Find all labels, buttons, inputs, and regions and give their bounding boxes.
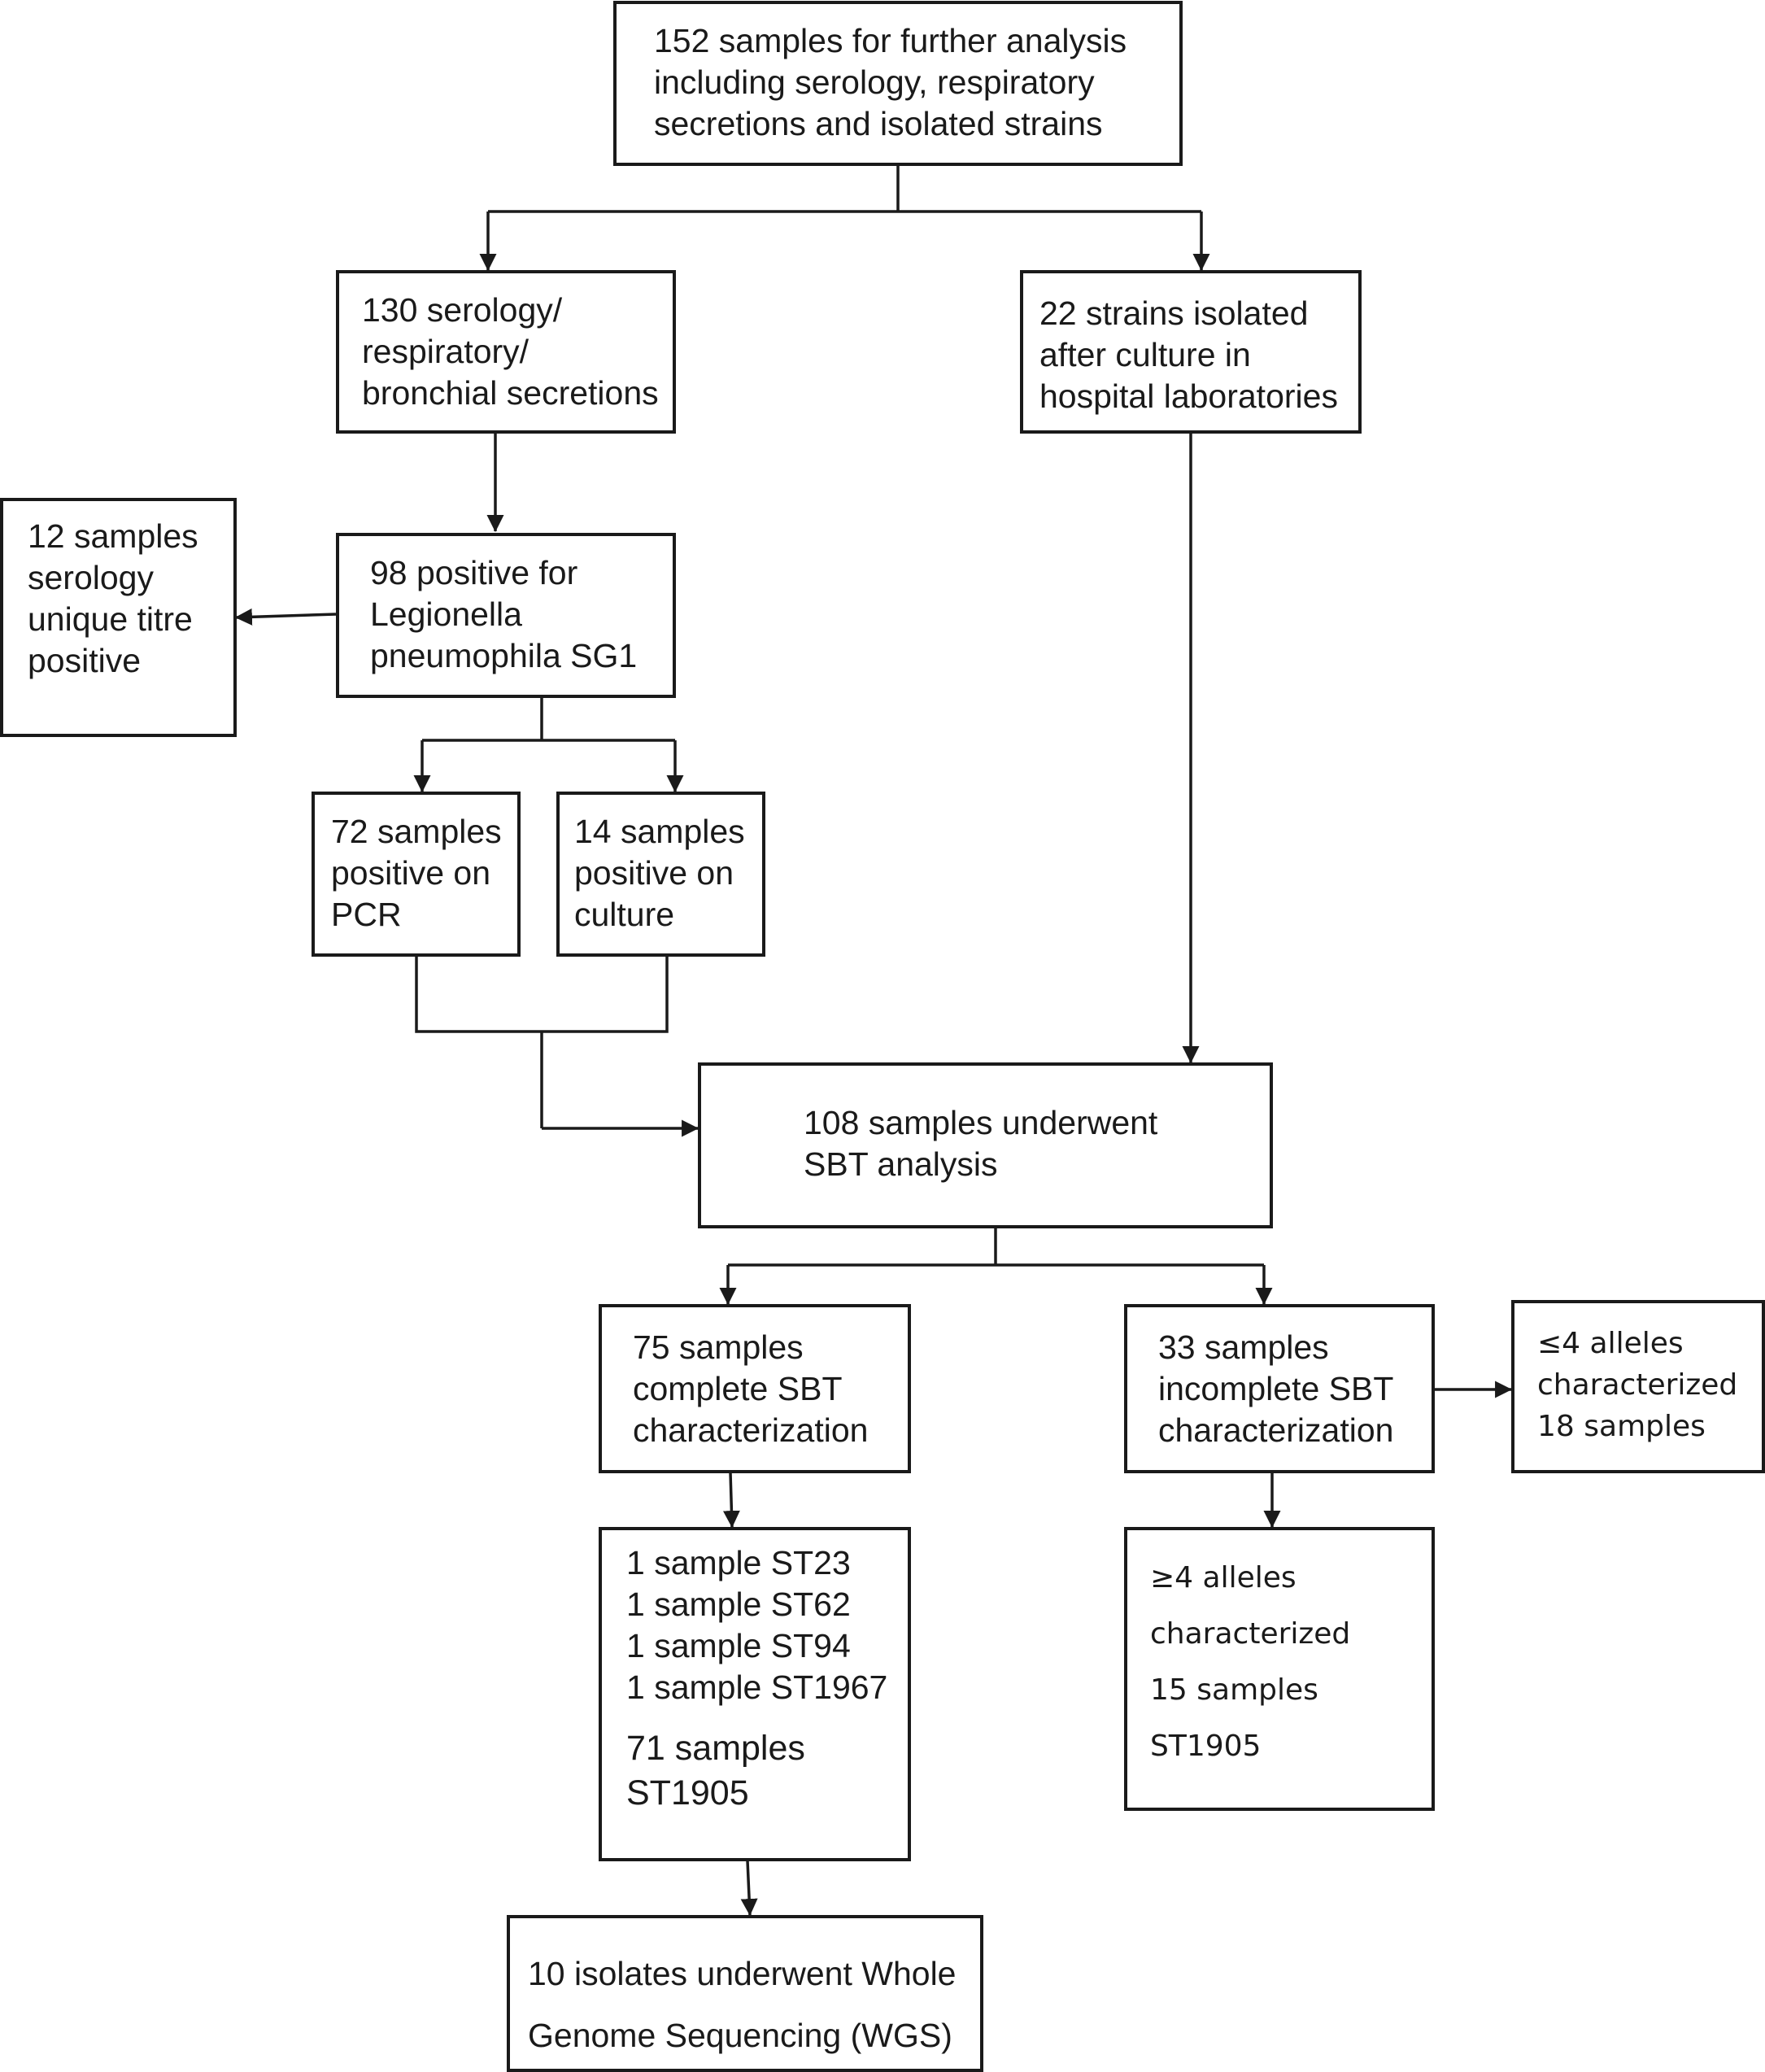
box-lp-sg1-line: 98 positive for xyxy=(370,554,578,591)
box-culture-line: culture xyxy=(574,896,675,933)
box-le4-alleles: ≤4 alleles characterized 18 samples xyxy=(1511,1300,1765,1473)
box-lp-sg1-line: pneumophila SG1 xyxy=(370,637,638,674)
box-unique-titre-line: unique titre xyxy=(28,600,193,638)
box-serology-line: 130 serology/ xyxy=(362,291,563,329)
edge-pcr-culture-merge xyxy=(415,955,669,1128)
box-ge4-alleles: ≥4 alleles characterized 15 samples ST19… xyxy=(1124,1527,1435,1811)
box-unique-titre-line: 12 samples xyxy=(28,517,198,555)
box-root-line: 152 samples for further analysis xyxy=(654,22,1127,59)
box-strains-line: hospital laboratories xyxy=(1039,377,1338,415)
box-pcr-line: 72 samples xyxy=(331,813,502,850)
box-sbt-line: SBT analysis xyxy=(804,1145,998,1183)
edge-lp-sg1-split xyxy=(422,697,675,742)
box-culture-line: positive on xyxy=(574,854,734,892)
box-ge4-alleles-line: characterized xyxy=(1150,1617,1351,1651)
box-lp-sg1-line: Legionella xyxy=(370,595,522,633)
box-culture-line: 14 samples xyxy=(574,813,745,850)
box-ge4-alleles-line: ST1905 xyxy=(1150,1730,1262,1763)
box-st-list-line: 1 sample ST62 xyxy=(626,1586,851,1623)
box-wgs: 10 isolates underwent Whole Genome Seque… xyxy=(507,1915,983,2072)
box-le4-alleles-line: 18 samples xyxy=(1537,1410,1706,1443)
box-complete-line: 75 samples xyxy=(633,1328,804,1366)
box-st-list-line: 71 samples xyxy=(626,1729,805,1768)
box-unique-titre: 12 samples serology unique titre positiv… xyxy=(0,498,237,737)
box-strains-line: after culture in xyxy=(1039,336,1251,373)
box-st-list-line: 1 sample ST94 xyxy=(626,1627,851,1664)
box-sbt: 108 samples underwent SBT analysis xyxy=(698,1062,1273,1228)
box-incomplete-line: incomplete SBT xyxy=(1158,1370,1394,1407)
box-serology-line: respiratory/ xyxy=(362,333,530,370)
box-incomplete-line: characterization xyxy=(1158,1411,1394,1449)
box-lp-sg1: 98 positive for Legionella pneumophila S… xyxy=(336,533,676,698)
arrow-complete-to-st-list xyxy=(722,1472,740,1529)
box-incomplete: 33 samples incomplete SBT characterizati… xyxy=(1124,1304,1435,1473)
box-sbt-line: 108 samples underwent xyxy=(804,1104,1158,1141)
edge-sbt-split xyxy=(728,1228,1264,1267)
box-st-list-line: ST1905 xyxy=(626,1773,749,1812)
box-complete: 75 samples complete SBT characterization xyxy=(599,1304,911,1473)
box-complete-line: complete SBT xyxy=(633,1370,843,1407)
box-incomplete-line: 33 samples xyxy=(1158,1328,1329,1366)
box-st-list: 1 sample ST23 1 sample ST62 1 sample ST9… xyxy=(599,1527,911,1861)
arrow-lp-sg1-to-unique-titre xyxy=(234,608,337,626)
box-le4-alleles-line: ≤4 alleles xyxy=(1537,1327,1684,1360)
box-unique-titre-line: positive xyxy=(28,642,142,679)
box-wgs-line: Genome Sequencing (WGS) xyxy=(528,2017,952,2054)
box-culture: 14 samples positive on culture xyxy=(556,792,765,957)
box-root-line: including serology, respiratory xyxy=(654,63,1095,101)
box-complete-line: characterization xyxy=(633,1411,869,1449)
box-wgs-line: 10 isolates underwent Whole xyxy=(528,1955,957,1992)
box-strains-line: 22 strains isolated xyxy=(1039,294,1309,332)
box-root: 152 samples for further analysis includi… xyxy=(613,1,1183,166)
arrow-st-list-to-wgs xyxy=(740,1860,758,1917)
edge-root-split xyxy=(488,165,1201,213)
box-le4-alleles-line: characterized xyxy=(1537,1368,1738,1402)
box-pcr: 72 samples positive on PCR xyxy=(312,792,521,957)
box-ge4-alleles-line: 15 samples xyxy=(1150,1673,1318,1707)
box-unique-titre-line: serology xyxy=(28,559,154,596)
box-ge4-alleles-line: ≥4 alleles xyxy=(1150,1561,1297,1594)
box-serology: 130 serology/ respiratory/ bronchial sec… xyxy=(336,270,676,434)
box-st-list-line: 1 sample ST23 xyxy=(626,1544,851,1581)
box-root-line: secretions and isolated strains xyxy=(654,105,1103,142)
box-st-list-line: 1 sample ST1967 xyxy=(626,1669,888,1706)
box-strains: 22 strains isolated after culture in hos… xyxy=(1020,270,1362,434)
box-serology-line: bronchial secretions xyxy=(362,374,659,412)
box-pcr-line: PCR xyxy=(331,896,402,933)
box-pcr-line: positive on xyxy=(331,854,491,892)
